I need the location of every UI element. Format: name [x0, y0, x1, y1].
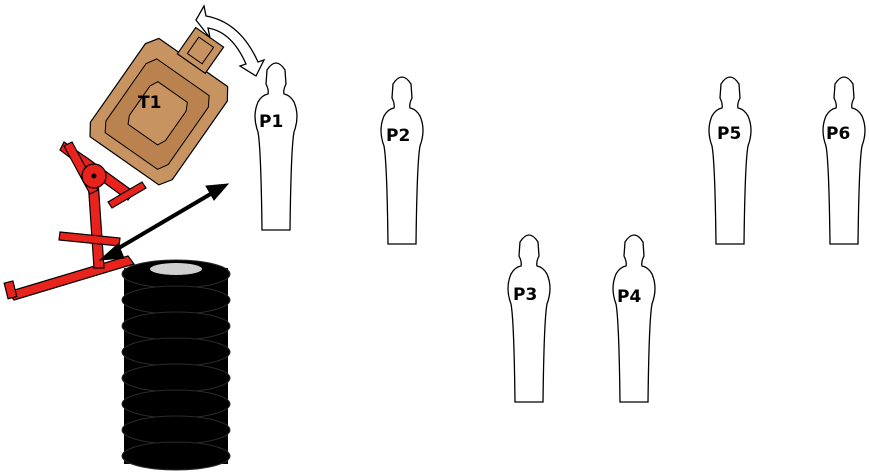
popper-p5: [708, 76, 752, 245]
popper-p2: [380, 76, 424, 245]
swing-path-arrow: [98, 183, 230, 261]
swinger-stand: [3, 141, 147, 301]
popper-p5-label: P5: [717, 124, 741, 144]
pivot-bolt: [91, 173, 97, 179]
popper-p1-label: P1: [259, 112, 283, 132]
popper-p4: [612, 234, 656, 403]
swing-rotation-arrow: [195, 4, 266, 77]
tire-rim: [150, 263, 202, 275]
popper-p6: [822, 76, 866, 245]
popper-p4-label: P4: [617, 287, 641, 307]
tire-stack: [121, 259, 231, 471]
popper-p6-label: P6: [826, 124, 850, 144]
target-t1-label: T1: [138, 93, 161, 113]
popper-p1: [254, 62, 298, 231]
target-t1: [89, 26, 229, 186]
popper-p3-label: P3: [513, 285, 537, 305]
popper-p3: [507, 234, 551, 403]
popper-p2-label: P2: [386, 126, 410, 146]
